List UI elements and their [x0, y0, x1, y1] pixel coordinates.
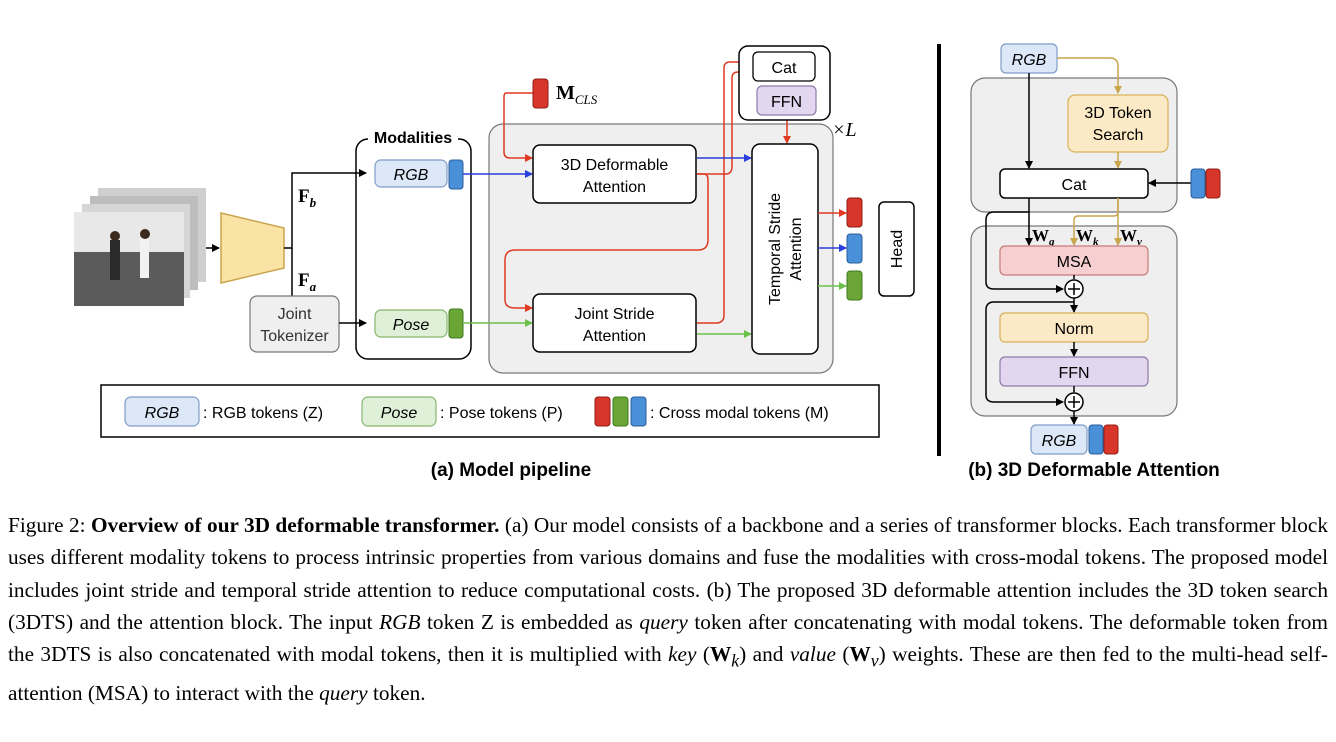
temporal-stride-attention-box: Temporal Stride Attention	[751, 143, 819, 355]
caption-text-3: token after concatenating with modal tok…	[8, 609, 1328, 667]
out-blue-token	[846, 233, 863, 264]
feature-a-label: Fa	[298, 270, 317, 294]
svg-text:3D Token: 3D Token	[1084, 105, 1151, 122]
joint-to-cat-red	[697, 58, 752, 324]
pose-token-box: Pose	[374, 308, 464, 339]
ffn-box-a: FFN	[756, 85, 817, 116]
caption-key-word: key	[668, 642, 697, 667]
residual-2	[985, 301, 1074, 406]
caption-text-5: token.	[372, 680, 426, 705]
legend-box	[100, 384, 880, 438]
repeat-label: ×L	[832, 119, 857, 141]
residual-1	[985, 211, 1064, 293]
add-node-2	[1064, 392, 1084, 412]
wv-label: Wv	[1120, 226, 1142, 248]
backbone-to-rgb-arrow	[284, 169, 367, 249]
caption-text-4: weights. These are then fed to the multi…	[8, 642, 1329, 705]
svg-text:Joint Stride: Joint Stride	[574, 306, 654, 323]
rgb-output-box: RGB	[1030, 424, 1119, 455]
wq-label: Wq	[1032, 226, 1055, 248]
mcls-label: MCLS	[556, 82, 598, 107]
modalities-label: Modalities	[374, 130, 452, 147]
rgb-input-box: RGB	[1000, 43, 1058, 74]
svg-text:Head: Head	[889, 230, 906, 268]
msa-box: MSA	[999, 245, 1149, 276]
figure-caption: Figure 2: Overview of our 3D deformable …	[8, 513, 1329, 705]
deformable-to-cat-red	[697, 68, 752, 175]
caption-bold-title: Overview of our 3D deformable transforme…	[90, 513, 500, 537]
svg-text:Temporal Stride: Temporal Stride	[767, 193, 784, 305]
svg-text:: RGB tokens (Z): : RGB tokens (Z)	[203, 405, 323, 422]
svg-text:RGB: RGB	[1042, 433, 1077, 450]
add-node-1	[1064, 279, 1084, 299]
panel-b-title: (b) 3D Deformable Attention	[968, 460, 1220, 481]
svg-text:Joint: Joint	[278, 306, 312, 323]
figure-diagram: Fb Fa Joint Tokenizer Modalities RGB Pos…	[74, 43, 1221, 481]
caption-text-1: (a) Our model consists of a backbone and…	[8, 513, 1329, 634]
svg-text:FFN: FFN	[771, 94, 802, 111]
deformable-to-joint-red	[504, 173, 709, 312]
caption-rgb-word: RGB	[379, 609, 421, 634]
svg-text:Attention: Attention	[788, 217, 805, 280]
cat-box-a: Cat	[752, 51, 816, 82]
mcls-to-deformable-arrow	[503, 92, 533, 162]
panel-a-title: (a) Model pipeline	[431, 460, 591, 481]
rgb-cross-token	[448, 159, 464, 190]
svg-text:Pose: Pose	[393, 317, 430, 334]
rgb-token-box: RGB	[374, 159, 464, 190]
svg-text:Cat: Cat	[772, 60, 797, 77]
cat-box-b: Cat	[999, 168, 1149, 199]
svg-text:Tokenizer: Tokenizer	[260, 328, 329, 345]
svg-text:FFN: FFN	[1058, 365, 1089, 382]
svg-text:Cat: Cat	[1062, 177, 1087, 194]
svg-text:RGB: RGB	[394, 167, 429, 184]
video-frames-stack	[74, 188, 206, 306]
legend-pose: Pose : Pose tokens (P)	[361, 396, 563, 427]
cat-in-blue-token	[1190, 168, 1206, 199]
output-red-token	[1103, 424, 1119, 455]
svg-text:3D Deformable: 3D Deformable	[561, 157, 669, 174]
norm-box: Norm	[999, 312, 1149, 343]
deformable-attention-box: 3D Deformable Attention	[532, 144, 697, 204]
cat-in-red-token	[1205, 168, 1221, 199]
caption-query-2: query	[319, 680, 368, 705]
legend-cross-modal: : Cross modal tokens (M)	[594, 396, 829, 427]
caption-query-1: query	[639, 609, 688, 634]
output-blue-token	[1088, 424, 1104, 455]
backbone-trapezoid	[220, 212, 285, 284]
pose-cross-token	[448, 308, 464, 339]
caption-label: Figure 2:	[8, 513, 86, 537]
feature-b-label: Fb	[298, 186, 317, 210]
ffn-box-b: FFN	[999, 356, 1149, 387]
svg-text:Norm: Norm	[1054, 321, 1093, 338]
svg-text:Attention: Attention	[583, 328, 646, 345]
joint-stride-attention-box: Joint Stride Attention	[532, 293, 697, 353]
out-red-token	[846, 197, 863, 228]
caption-value-word: value	[789, 642, 836, 667]
token-search-box: 3D Token Search	[1067, 94, 1169, 153]
rgb-to-search-arrow	[1057, 57, 1122, 94]
svg-text:Pose: Pose	[381, 405, 418, 422]
svg-text:Search: Search	[1093, 127, 1144, 144]
svg-text:RGB: RGB	[145, 405, 180, 422]
svg-text:: Pose tokens (P): : Pose tokens (P)	[440, 405, 563, 422]
svg-text:Attention: Attention	[583, 179, 646, 196]
svg-text:MSA: MSA	[1057, 254, 1092, 271]
joint-tokenizer-box: Joint Tokenizer	[249, 295, 340, 353]
svg-text:RGB: RGB	[1012, 52, 1047, 69]
svg-text:: Cross modal tokens (M): : Cross modal tokens (M)	[650, 405, 829, 422]
out-green-token	[846, 270, 863, 301]
head-box: Head	[878, 201, 915, 297]
mcls-token	[532, 78, 549, 109]
legend-rgb: RGB : RGB tokens (Z)	[124, 396, 323, 427]
caption-text-2: token Z is embedded as	[427, 609, 633, 634]
wk-label: Wk	[1076, 226, 1099, 248]
